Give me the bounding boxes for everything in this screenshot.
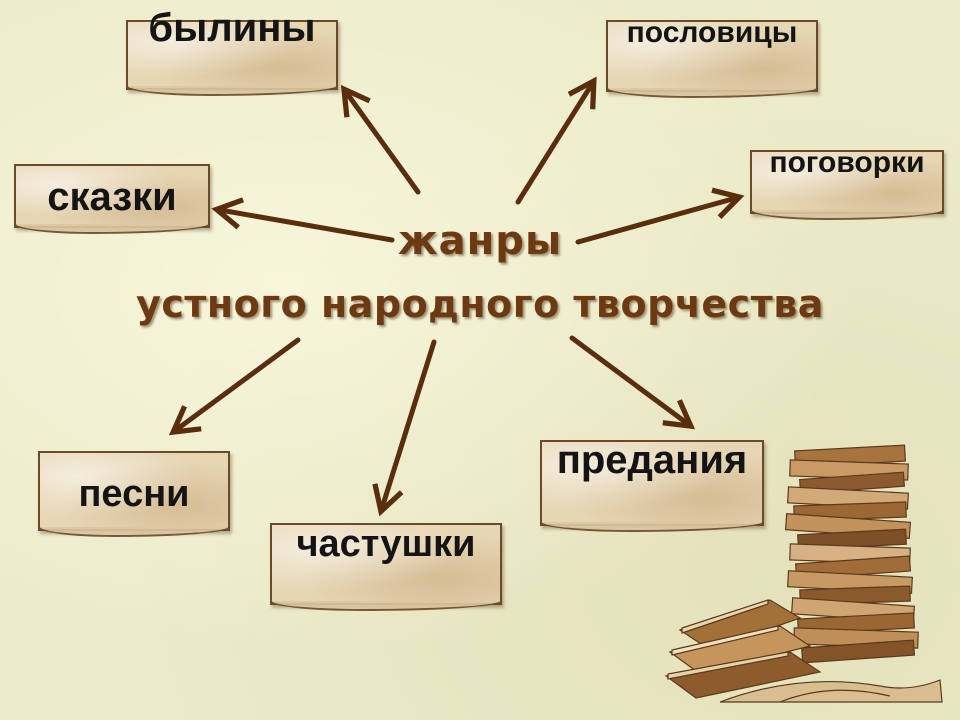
genre-card-poslovicy: пословицы: [606, 16, 818, 98]
arrow-to-predaniya: [569, 335, 696, 430]
genre-card-predaniya: предания: [540, 438, 764, 532]
genre-card-skazki: сказки: [14, 164, 210, 234]
arrow-to-pogovorki: [575, 187, 745, 245]
arrow-to-skazki: [211, 197, 395, 243]
genre-label-predaniya: предания: [556, 438, 748, 482]
arrow-to-poslovicy: [515, 76, 597, 205]
genre-label-chastushki: частушки: [296, 523, 476, 565]
genre-label-pesni: песни: [78, 473, 190, 515]
genre-card-pogovorki: поговорки: [750, 146, 944, 220]
genre-label-poslovicy: пословицы: [626, 16, 798, 49]
genre-label-byliny: былины: [148, 6, 316, 50]
genre-card-byliny: былины: [126, 8, 338, 96]
genre-label-skazki: сказки: [47, 175, 177, 219]
center-title-genres: жанры: [397, 218, 563, 264]
arrow-to-byliny: [340, 84, 421, 195]
center-title-folk-art: устного народного творчества: [136, 282, 824, 326]
genre-card-chastushki: частушки: [270, 523, 502, 611]
book-stack-icon: [664, 444, 943, 703]
genre-card-pesni: песни: [38, 451, 230, 537]
arrow-to-chastushki: [372, 339, 437, 517]
genre-label-pogovorki: поговорки: [769, 146, 925, 179]
arrow-to-pesni: [168, 337, 301, 436]
